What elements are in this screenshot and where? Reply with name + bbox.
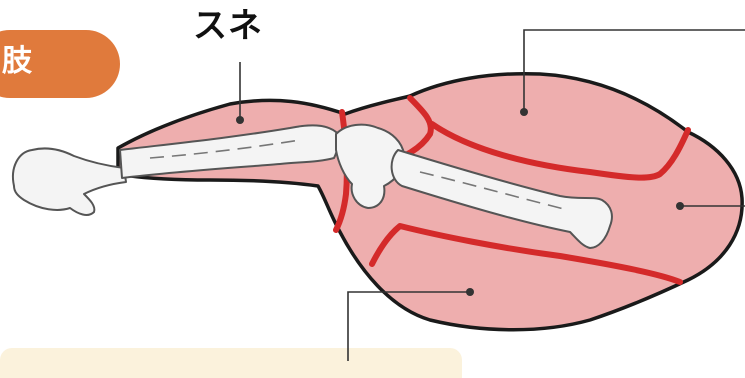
shin-label: スネ [193,6,263,46]
bone-hoof [13,148,126,215]
category-badge-label: 肢 [2,44,32,80]
leader-dot-right [676,202,684,210]
diagram-stage: 肢 スネ [0,0,745,361]
leader-dot-bottom [466,288,474,296]
leader-dot-top [520,108,528,116]
leader-dot-shin [236,116,244,124]
